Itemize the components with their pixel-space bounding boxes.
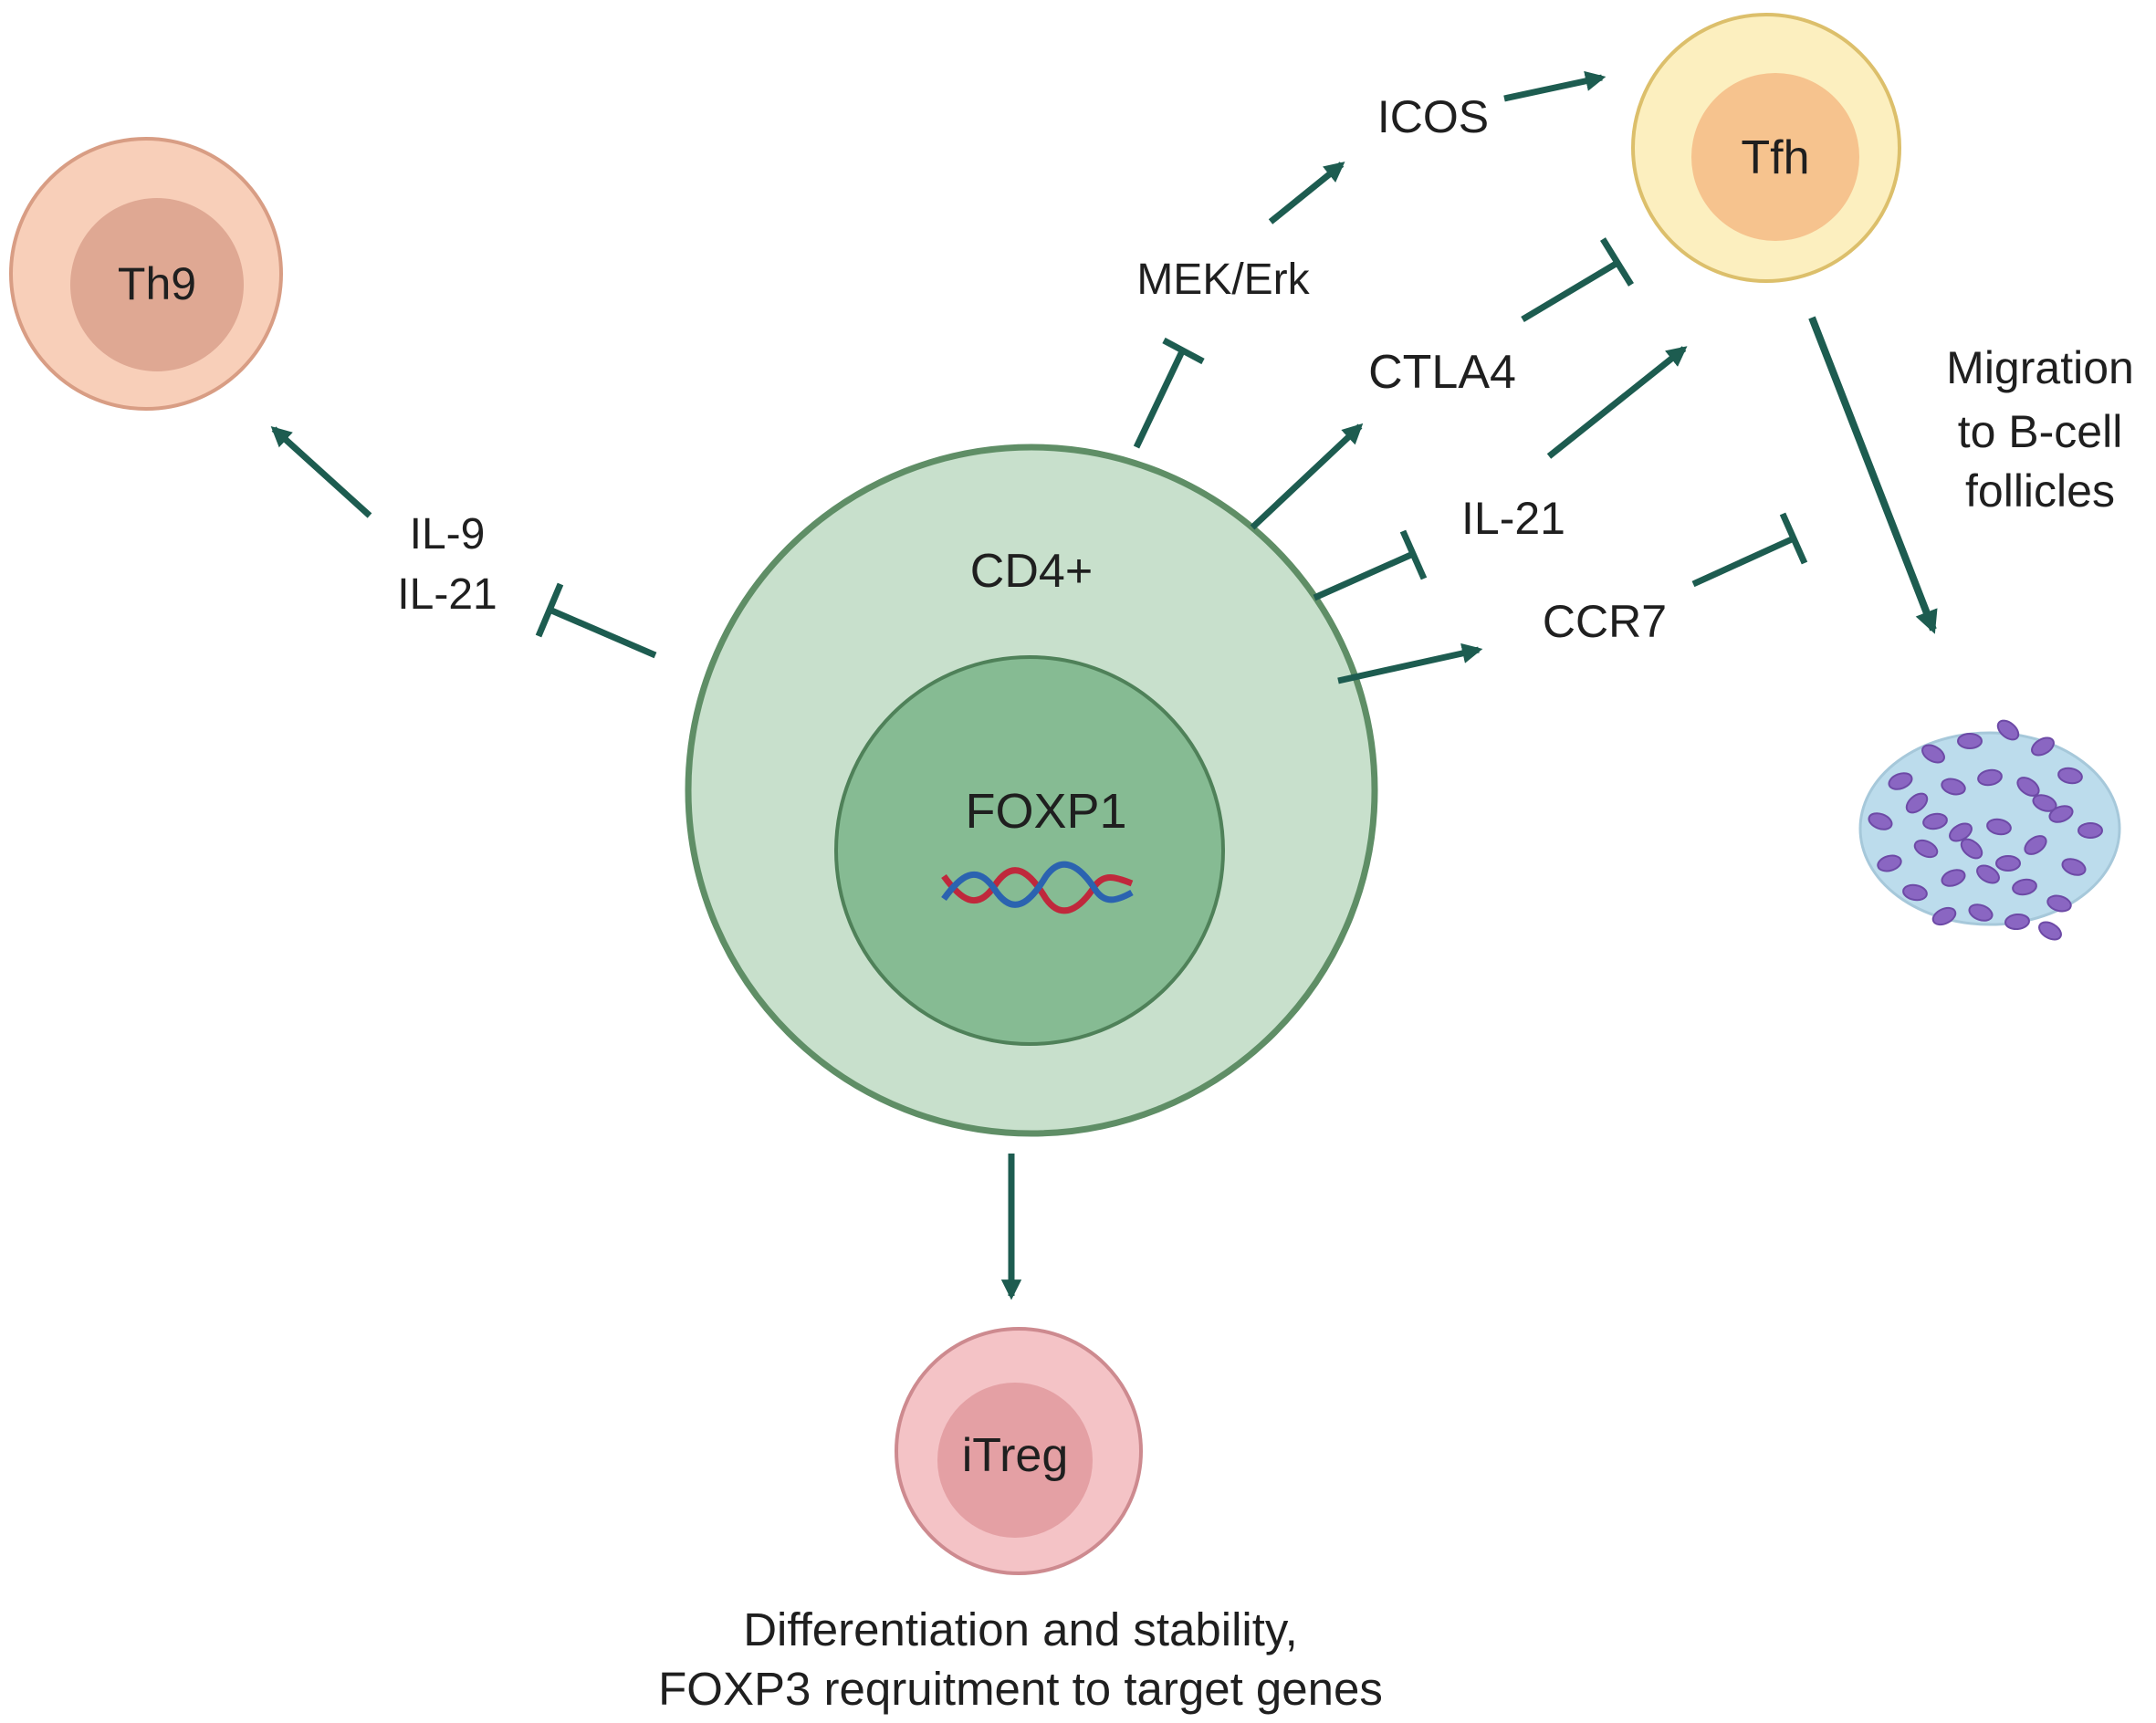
- itreg-cell: iTreg: [895, 1327, 1143, 1575]
- tfh-cell: Tfh: [1631, 13, 1901, 283]
- arrow-il21-to-tfh: [1546, 346, 1688, 459]
- b-cell-dot: [2061, 858, 2087, 876]
- label-migration-line3: follicles: [1965, 465, 2115, 517]
- b-cell-dot: [2057, 767, 2083, 785]
- b-cell-dot: [2016, 777, 2040, 797]
- itreg-caption-line1: Differentiation and stability,: [743, 1603, 1298, 1655]
- b-cell-dot: [1976, 864, 2000, 884]
- b-cell-dot: [1941, 778, 1966, 796]
- inhibit-ctla4-tfh-bar: [1600, 237, 1634, 287]
- th9-label: Th9: [118, 258, 196, 309]
- b-cell-dot: [1868, 812, 1893, 830]
- arrow-to-ccr7: [1337, 642, 1483, 684]
- b-cell-dot: [1922, 812, 1948, 830]
- b-cell-dot: [2046, 894, 2072, 913]
- b-cell-dot: [2024, 835, 2047, 855]
- inhibit-mek-erk-bar: [1162, 337, 1205, 365]
- cd4-cell: CD4+ FOXP1: [685, 444, 1378, 1137]
- itreg-caption-line2: FOXP3 reqruitment to target genes: [658, 1663, 1383, 1715]
- label-migration-line2: to B-cell: [1958, 406, 2123, 457]
- inhibit-ctla4-tfh: [1521, 259, 1619, 323]
- b-cell-dot: [1905, 792, 1929, 814]
- b-cell-dot: [2032, 794, 2057, 812]
- b-cell-dot: [2078, 822, 2103, 839]
- inhibit-ccr7-bar: [1779, 512, 1808, 565]
- cd4-label: CD4+: [970, 545, 1093, 598]
- b-cell-dot: [1968, 903, 1994, 922]
- tfh-nucleus: [1691, 73, 1859, 241]
- b-cell-dot: [1957, 733, 1983, 749]
- b-cell-dot: [2004, 913, 2030, 931]
- b-cell-dot: [1996, 719, 2020, 741]
- tfh-label: Tfh: [1741, 131, 1809, 184]
- b-cell-dot: [2048, 805, 2074, 823]
- b-cell-dot: [2012, 878, 2037, 896]
- label-il21-right: IL-21: [1461, 493, 1565, 544]
- inhibit-il21-right: [1313, 550, 1415, 601]
- dna-icon: [941, 861, 1134, 914]
- follicle-b-cells: [1868, 719, 2103, 941]
- b-cell-dot: [1941, 869, 1966, 887]
- b-cell-dot: [2038, 921, 2062, 941]
- foxp1-nucleus: [834, 655, 1225, 1046]
- label-ctla4: CTLA4: [1368, 346, 1516, 399]
- b-cell-dot: [1888, 772, 1913, 790]
- b-cell-dot: [1921, 744, 1945, 764]
- foxp1-label: FOXP1: [965, 784, 1126, 839]
- arrow-migration: [1808, 316, 1938, 634]
- inhibit-il9-il21-bar: [535, 582, 564, 638]
- b-cell-dot: [1931, 906, 1957, 926]
- b-cell-dot: [1949, 822, 1973, 842]
- label-migration-line1: Migration: [1946, 342, 2134, 393]
- b-cell-dot: [1995, 855, 2021, 872]
- b-cell-dot: [1977, 768, 2003, 787]
- b-cell-dot: [1877, 854, 1902, 872]
- itreg-nucleus: [937, 1383, 1093, 1538]
- label-il21-left: IL-21: [397, 570, 497, 619]
- inhibit-il9-il21: [548, 606, 657, 659]
- arrow-to-icos: [1268, 162, 1345, 225]
- itreg-label: iTreg: [962, 1429, 1069, 1482]
- b-cell-dot: [1960, 838, 1983, 860]
- inhibit-mek-erk: [1133, 350, 1186, 449]
- th9-nucleus: [70, 198, 244, 371]
- b-cell-dot: [1902, 883, 1928, 902]
- arrow-icos-to-tfh: [1503, 70, 1607, 102]
- b-cell-dot: [1913, 839, 1939, 859]
- arrow-to-th9: [270, 425, 372, 518]
- label-icos: ICOS: [1377, 91, 1489, 142]
- connectors: [270, 70, 1938, 1300]
- b-cell-dot: [1986, 818, 2012, 836]
- b-cell-dot: [2031, 736, 2055, 757]
- label-il9: IL-9: [410, 510, 486, 559]
- th9-cell: Th9: [9, 137, 283, 411]
- label-ccr7: CCR7: [1543, 596, 1667, 647]
- arrow-to-ctla4: [1250, 423, 1364, 530]
- pathway-labels: IL-9 IL-21 MEK/Erk ICOS CTLA4 IL-21 CCR7…: [397, 91, 2134, 1715]
- inhibit-il21-right-bar: [1399, 529, 1428, 580]
- label-mek-erk: MEK/Erk: [1136, 256, 1310, 304]
- b-cell-follicle: [1858, 719, 2121, 941]
- inhibit-ccr7: [1691, 535, 1795, 588]
